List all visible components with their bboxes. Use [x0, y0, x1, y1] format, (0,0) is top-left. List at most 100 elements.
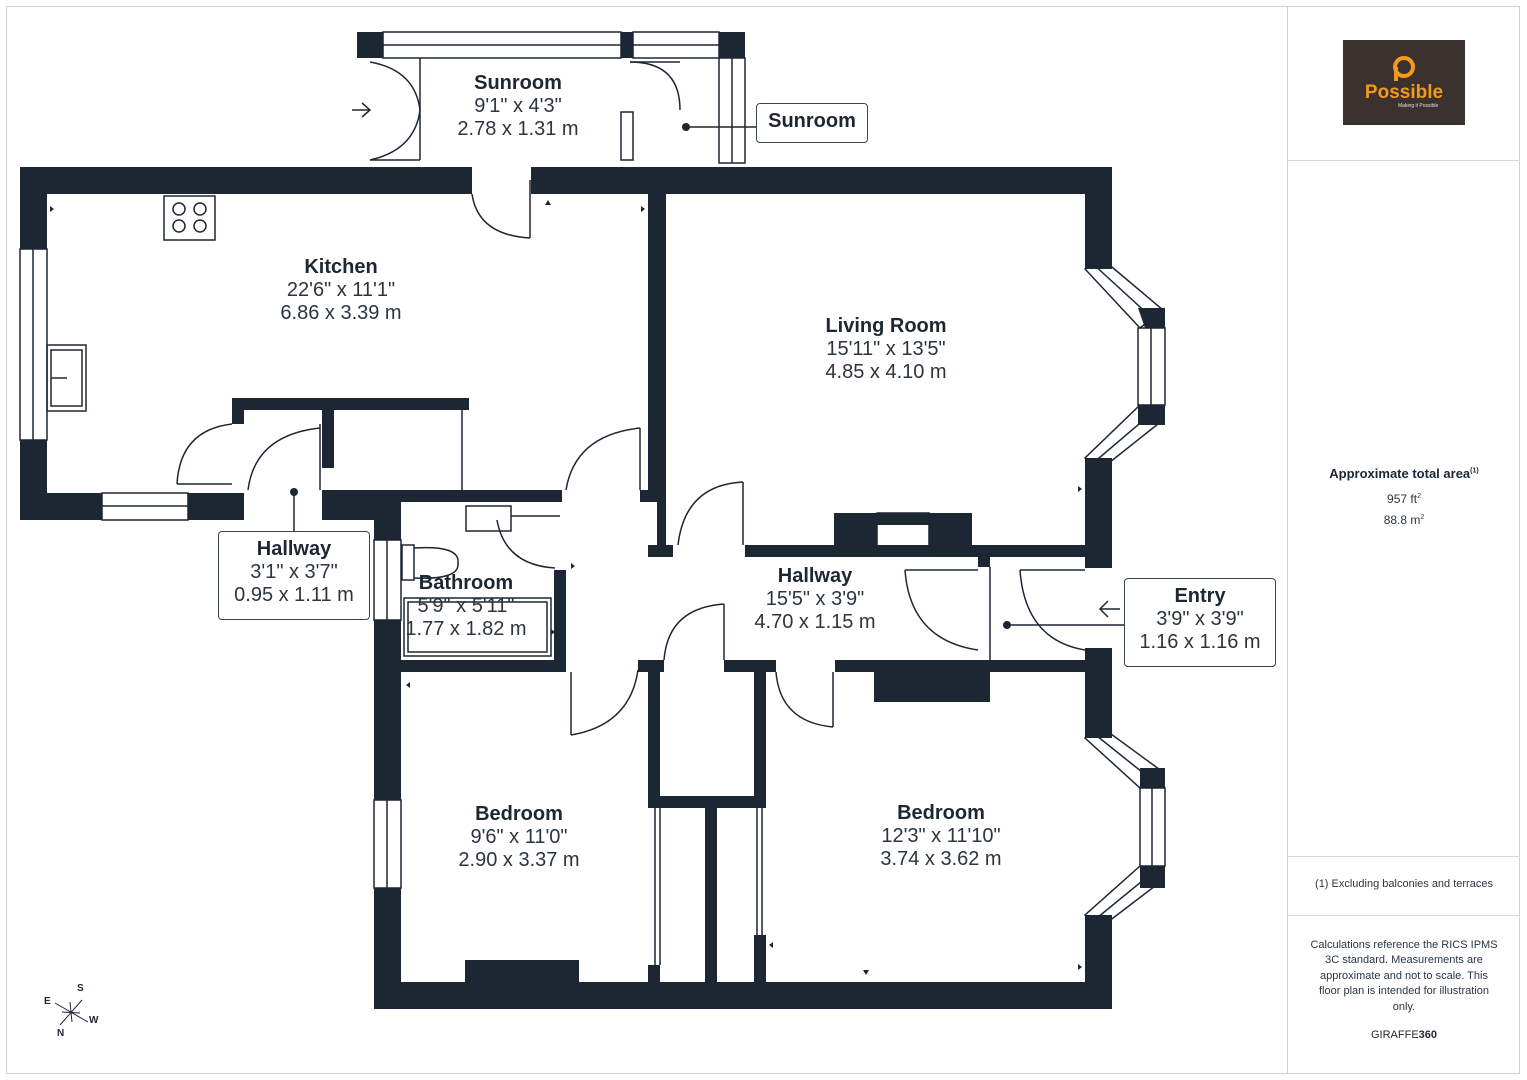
logo-p-icon [1393, 56, 1415, 81]
kitchen-wall [531, 167, 1112, 194]
kitchen-living-wall [640, 490, 657, 502]
room-dim-metric: 3.74 x 3.62 m [880, 848, 1002, 870]
closet-wall [754, 935, 766, 982]
fireplace [877, 513, 929, 525]
compass-n: N [57, 1028, 65, 1039]
entry-wall [1085, 545, 1112, 568]
room-label-bedroom-right: Bedroom 12'3" x 11'10" 3.74 x 3.62 m [880, 802, 1001, 871]
kitchen-wall [188, 493, 244, 520]
kitchen-wall [20, 167, 47, 249]
door-swing [775, 671, 834, 728]
room-name: Bedroom [475, 803, 563, 825]
bay-window [1083, 725, 1165, 789]
bedroom-wall [374, 982, 1112, 1009]
compass-e: E [44, 996, 51, 1007]
room-name: Living Room [825, 315, 947, 337]
window [620, 111, 634, 161]
closet-wall [648, 660, 660, 808]
room-dim-metric: 2.78 x 1.31 m [457, 118, 579, 140]
leader-dot [682, 123, 690, 131]
sunroom-wall [719, 32, 745, 58]
area-footnote: (1) Excluding balconies and terraces [1315, 878, 1493, 890]
door-swing [904, 569, 979, 651]
living-wall [745, 545, 1085, 557]
room-label-bathroom: Bathroom 5'9" x 5'11" 1.77 x 1.82 m [405, 572, 526, 641]
area-sqm-value: 88.8 m [1383, 513, 1421, 527]
callout-entry: Entry 3'9" x 3'9" 1.16 x 1.16 m [1124, 578, 1276, 667]
wardrobe [874, 672, 990, 702]
brand-logo: Possible Making it Possible [1343, 40, 1465, 125]
hallway-wall [322, 398, 469, 410]
sink [46, 344, 87, 412]
door-swing [369, 109, 421, 161]
logo-tagline: Making it Possible [1398, 103, 1439, 109]
room-dim-imperial: 9'6" x 11'0" [470, 826, 568, 848]
bay-window [1083, 865, 1165, 929]
area-sqft-sup: 2 [1417, 493, 1421, 500]
area-sqft-value: 957 ft [1387, 492, 1418, 506]
area-sqm-sup: 2 [1420, 514, 1425, 521]
room-name: Sunroom [474, 72, 562, 94]
door-swing [570, 669, 639, 736]
sunroom-wall [357, 32, 383, 58]
brand-footer-bold: 360 [1418, 1029, 1438, 1041]
callout-dim-imperial: 3'1" x 3'7" [250, 561, 338, 583]
hallway-wall [835, 660, 1112, 672]
brand-footer-light: GIRAFFE [1370, 1029, 1419, 1041]
fireplace [929, 513, 972, 553]
bathroom-wall [374, 520, 401, 540]
callout-dim-metric: 0.95 x 1.11 m [234, 584, 354, 606]
door-swing [369, 61, 421, 111]
room-label-hallway: Hallway 15'5" x 3'9" 4.70 x 1.15 m [754, 565, 875, 634]
bay-window [1083, 404, 1165, 471]
page-frame [6, 6, 1520, 1074]
room-label-living-room: Living Room 15'11" x 13'5" 4.85 x 4.10 m [825, 315, 946, 384]
hallway-wall [724, 660, 776, 672]
room-dim-metric: 6.86 x 3.39 m [280, 302, 402, 324]
callout-hallway: Hallway 3'1" x 3'7" 0.95 x 1.11 m [218, 531, 370, 620]
door-swing [629, 61, 681, 111]
toilet [401, 544, 415, 581]
room-dim-metric: 4.85 x 4.10 m [825, 361, 947, 383]
bedroom-wall [1085, 915, 1112, 1009]
bedroom-wall [374, 620, 401, 800]
bedroom-wall [1085, 648, 1112, 738]
door-swing [677, 481, 744, 546]
living-wall [1085, 167, 1112, 269]
kitchen-wall [20, 493, 102, 520]
room-label-sunroom: Sunroom 9'1" x 4'3" 2.78 x 1.31 m [457, 72, 578, 141]
logo-text: Possible [1364, 82, 1444, 103]
hallway-wall [232, 398, 322, 410]
callout-name: Entry [1174, 585, 1226, 607]
disclaimer: Calculations reference the RICS IPMS 3C … [1310, 939, 1498, 1013]
closet-wall [648, 965, 660, 982]
sidebar-divider [1287, 6, 1288, 1074]
brand-footer: GIRAFFE360 [1300, 1029, 1508, 1041]
area-title-text: Approximate total area [1329, 466, 1471, 481]
room-dim-imperial: 12'3" x 11'10" [881, 825, 1001, 847]
kitchen-living-wall [648, 194, 657, 490]
area-footnote-mark: (1) [1470, 467, 1479, 475]
callout-dim-metric: 1.16 x 1.16 m [1139, 631, 1261, 653]
basin [465, 505, 512, 532]
leader-dot [290, 488, 298, 496]
room-dim-metric: 1.77 x 1.82 m [405, 618, 527, 640]
room-label-kitchen: Kitchen 22'6" x 11'1" 6.86 x 3.39 m [280, 256, 401, 325]
hallway-wall [322, 398, 334, 468]
bathtub [403, 597, 552, 657]
room-dim-imperial: 15'5" x 3'9" [765, 588, 865, 610]
bathroom-wall [374, 660, 566, 672]
area-sqft: 957 ft2 [1300, 492, 1508, 506]
callout-name: Sunroom [768, 110, 856, 132]
room-name: Kitchen [304, 256, 378, 278]
door-swing [565, 427, 641, 491]
bay-corner [1140, 866, 1165, 888]
room-dim-metric: 2.90 x 3.37 m [458, 849, 580, 871]
bay-window [1083, 256, 1165, 330]
leader-dot [1003, 621, 1011, 629]
sidebar-rule [1288, 856, 1520, 857]
hearth [876, 512, 930, 554]
hob [163, 195, 216, 241]
room-name: Hallway [777, 565, 853, 587]
living-wall [657, 194, 666, 554]
